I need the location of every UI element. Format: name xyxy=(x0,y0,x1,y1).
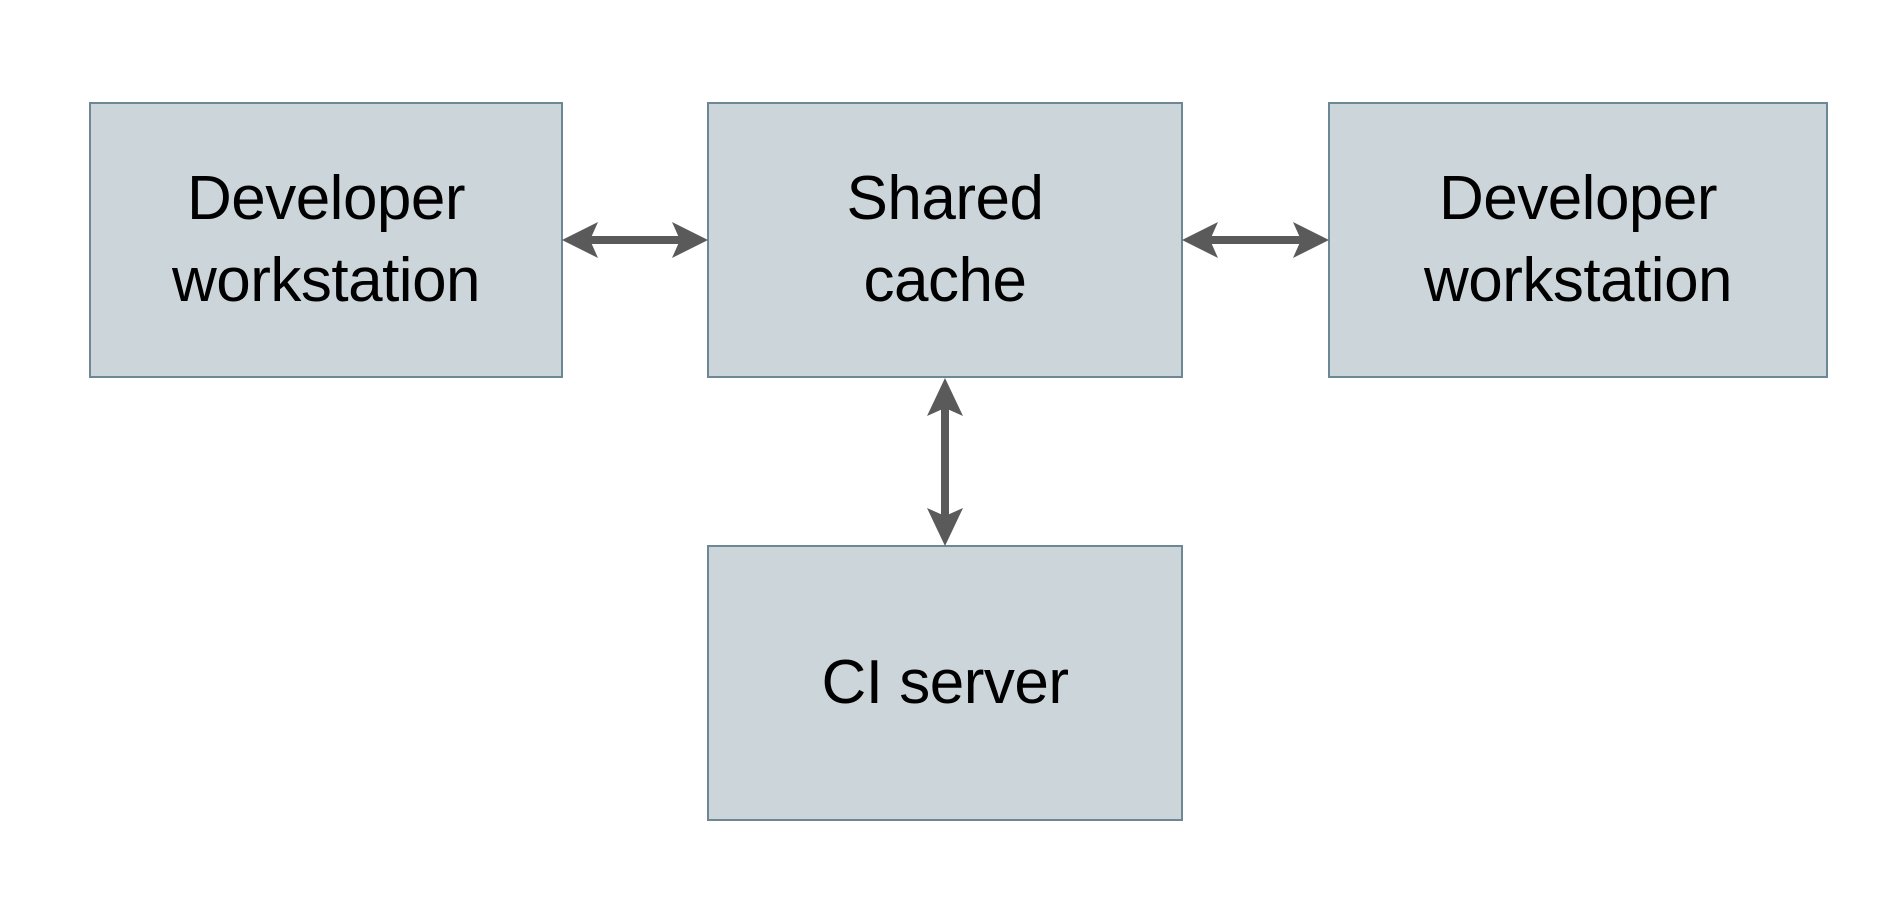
node-developer-workstation-right[interactable]: Developer workstation xyxy=(1328,102,1828,378)
node-developer-workstation-left[interactable]: Developer workstation xyxy=(89,102,563,378)
double-arrow-vertical-icon xyxy=(927,378,963,546)
edge-shared-cache-to-ci-server[interactable] xyxy=(915,376,975,548)
double-arrow-horizontal-icon xyxy=(562,222,708,258)
node-label: CI server xyxy=(821,648,1069,718)
edge-shared-cache-to-dev-right[interactable] xyxy=(1180,210,1331,270)
node-label: Developer workstation xyxy=(1423,164,1733,315)
node-label: Developer workstation xyxy=(171,164,481,315)
node-label: Shared cache xyxy=(846,164,1044,315)
edge-dev-left-to-shared-cache[interactable] xyxy=(560,210,710,270)
node-ci-server[interactable]: CI server xyxy=(707,545,1183,821)
double-arrow-horizontal-icon xyxy=(1182,222,1329,258)
node-shared-cache[interactable]: Shared cache xyxy=(707,102,1183,378)
